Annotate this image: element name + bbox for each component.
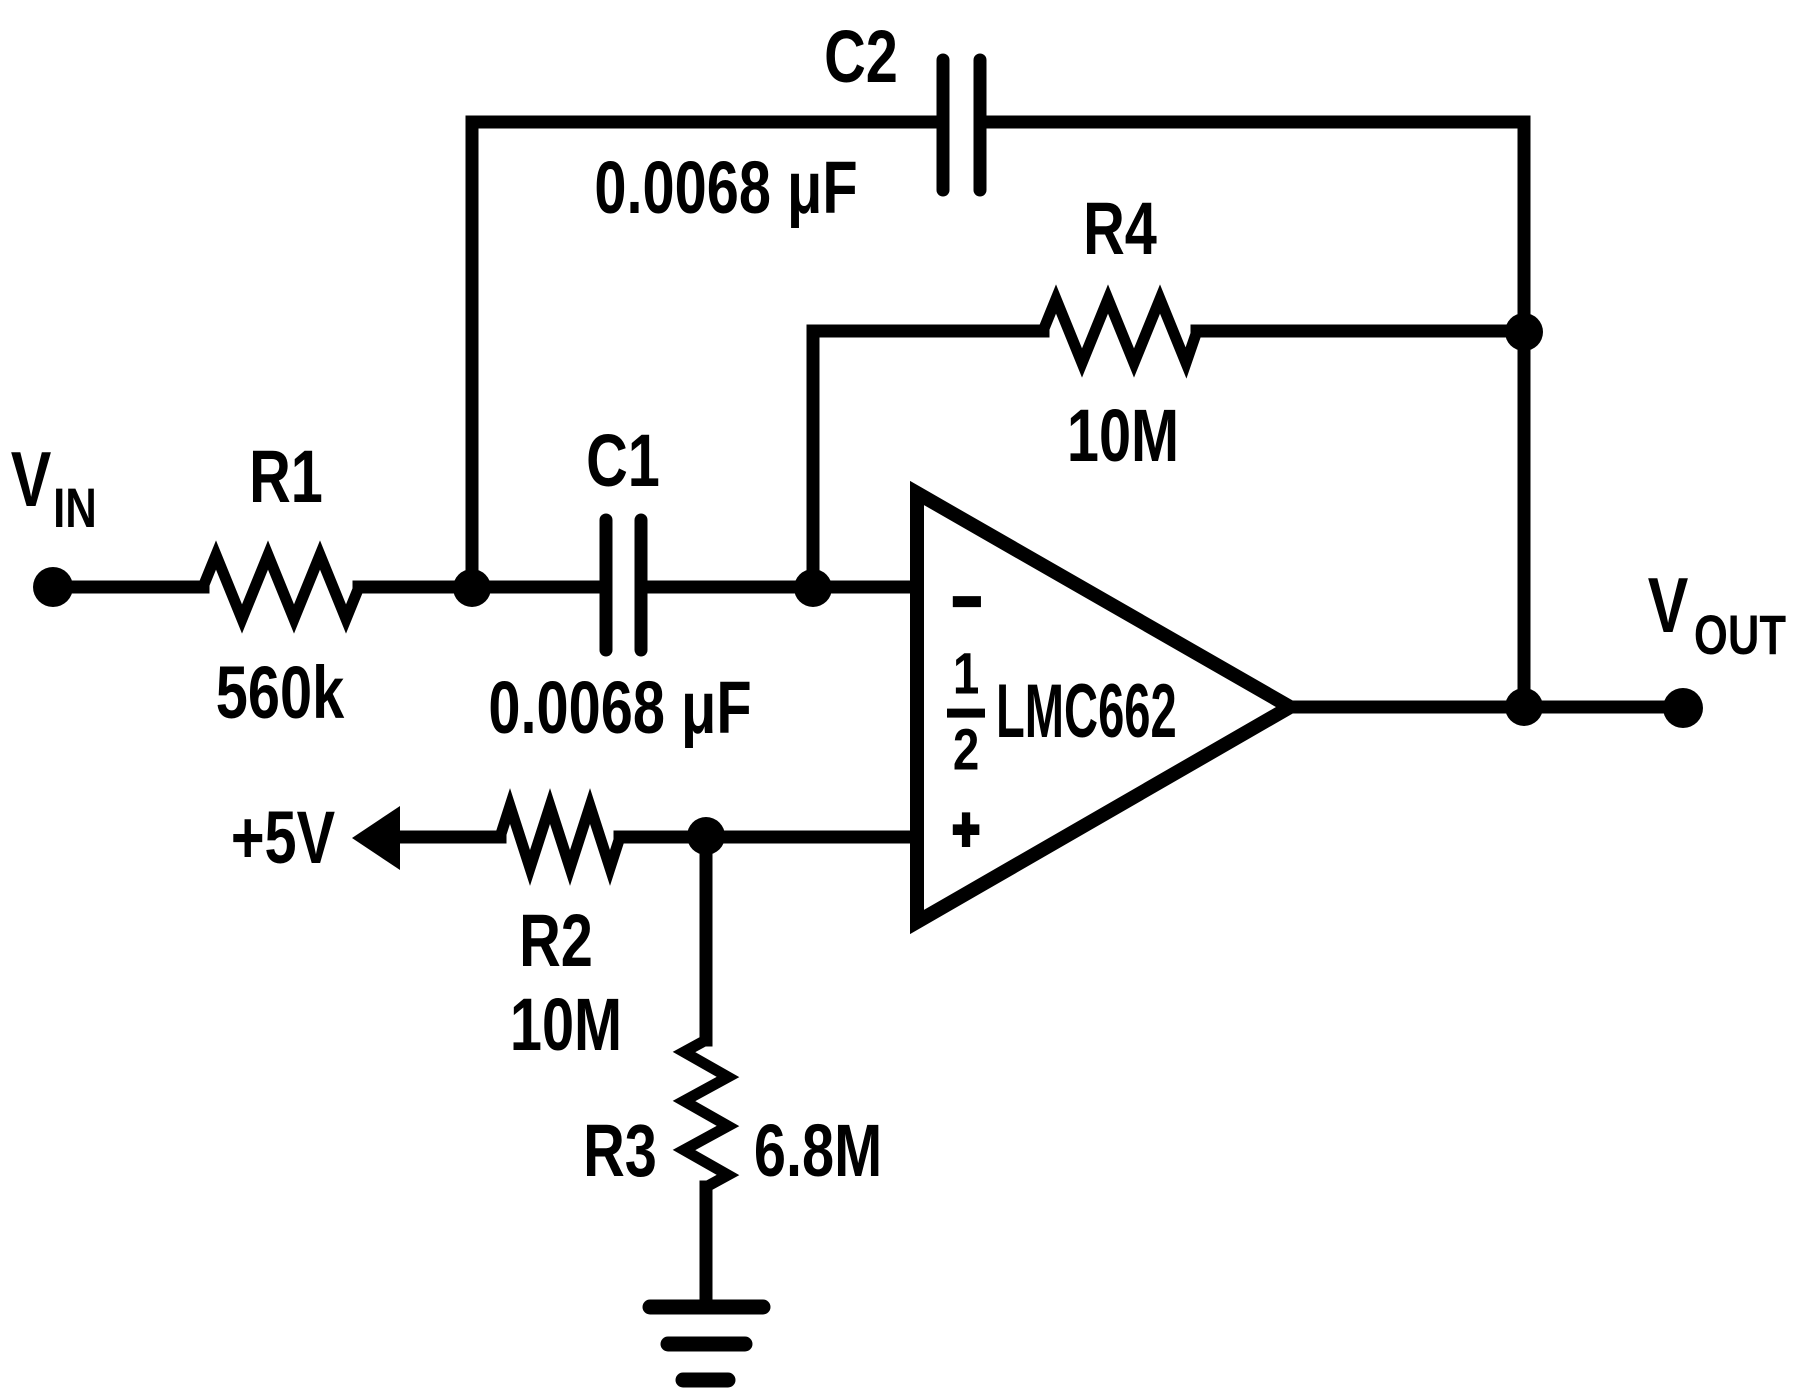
vin-subscript: IN (53, 476, 97, 539)
junction-c1-r4 (794, 569, 832, 607)
r3-value: 6.8M (753, 1109, 883, 1192)
resistor-r4-zigzag (1037, 284, 1203, 379)
junction-dots (33, 313, 1703, 855)
vin-terminal-dot (33, 567, 73, 607)
supply-arrow-icon (352, 806, 400, 870)
supply-label: +5V (230, 796, 336, 879)
opamp-fraction-denominator: 2 (952, 717, 980, 783)
c2-designator: C2 (824, 15, 898, 98)
junction-output (1505, 688, 1543, 726)
wire-c2-left-branch (465, 115, 943, 601)
ground-icon (642, 1299, 771, 1388)
vout-terminal-dot (1663, 688, 1703, 728)
r4-designator: R4 (1083, 187, 1157, 270)
vout-label: V (1647, 561, 1689, 649)
opamp-triangle (910, 480, 1305, 935)
vin-label: V (10, 435, 52, 523)
wires (66, 115, 1690, 1314)
opamp-fraction-bar (947, 708, 985, 718)
junction-r1-c2 (453, 569, 491, 607)
wire-c2-right-branch (980, 115, 1531, 714)
opamp-noninverting-input-symbol: + (951, 796, 981, 863)
vout-subscript: OUT (1693, 603, 1787, 666)
resistor-r3-zigzag (672, 1035, 740, 1192)
junction-r4-feedback (1505, 313, 1543, 351)
resistor-r2-zigzag (494, 788, 626, 886)
c1-designator: C1 (586, 419, 660, 502)
r1-value: 560k (215, 651, 345, 734)
opamp-fraction-numerator: 1 (952, 641, 980, 707)
capacitors (599, 53, 987, 657)
resistors (197, 284, 1203, 1192)
r3-designator: R3 (583, 1109, 657, 1192)
r2-value: 10M (509, 983, 623, 1066)
opamp-half-fraction: 1 2 (947, 641, 985, 783)
r2-designator: R2 (519, 899, 593, 982)
wire-r4-left-branch (806, 324, 1050, 601)
opamp-part-number: LMC662 (996, 669, 1177, 754)
r1-designator: R1 (249, 435, 323, 518)
opamp-inverting-input-symbol: − (951, 565, 983, 637)
c1-value: 0.0068 μF (488, 666, 752, 749)
junction-noninverting (687, 817, 725, 855)
r4-value: 10M (1066, 394, 1180, 477)
resistor-r1-zigzag (197, 540, 365, 634)
c2-value: 0.0068 μF (594, 146, 858, 229)
